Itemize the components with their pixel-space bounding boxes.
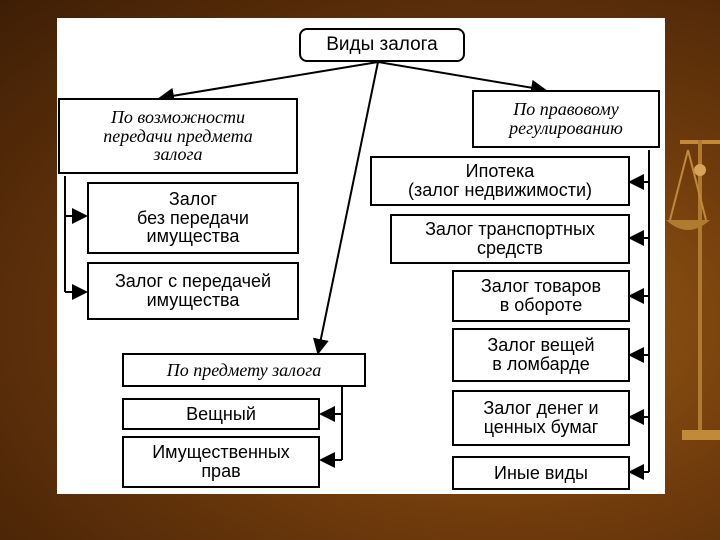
category-legal-label: По правовому регулированию	[509, 99, 623, 138]
item-property-rights: Имущественных прав	[122, 436, 320, 488]
item-label: Залог с передачей имущества	[114, 271, 272, 310]
category-transfer-label: По возможности передачи предмета залога	[103, 106, 253, 165]
item-label: Вещный	[186, 403, 256, 424]
item-other-types: Иные виды	[452, 456, 630, 490]
category-subject-label: По предмету залога	[166, 359, 322, 380]
category-transfer-possibility: По возможности передачи предмета залога	[58, 98, 298, 174]
category-pledge-subject: По предмету залога	[122, 353, 366, 387]
item-pledge-without-transfer: Залог без передачи имущества	[87, 182, 299, 254]
item-mortgage: Ипотека (залог недвижимости)	[370, 156, 630, 206]
item-label: Иные виды	[494, 462, 588, 483]
item-pledge-with-transfer: Залог с передачей имущества	[87, 262, 299, 320]
item-goods-in-circulation: Залог товаров в обороте	[452, 270, 630, 322]
item-label: Залог денег и ценных бумаг	[483, 398, 599, 437]
item-label: Имущественных прав	[152, 442, 290, 481]
item-label: Залог вещей в ломбарде	[487, 335, 595, 374]
root-node: Виды залога	[299, 28, 465, 62]
item-pawnshop-pledge: Залог вещей в ломбарде	[452, 328, 630, 382]
category-legal-regulation: По правовому регулированию	[472, 90, 660, 148]
item-label: Залог транспортных средств	[425, 219, 595, 258]
item-label: Залог товаров в обороте	[480, 276, 602, 315]
scales-decoration-icon	[666, 140, 720, 440]
item-money-securities: Залог денег и ценных бумаг	[452, 390, 630, 446]
item-label: Залог без передачи имущества	[137, 188, 249, 247]
item-real-pledge: Вещный	[122, 398, 320, 430]
item-vehicle-pledge: Залог транспортных средств	[390, 214, 630, 264]
item-label: Ипотека (залог недвижимости)	[408, 161, 592, 200]
root-label: Виды залога	[326, 34, 438, 56]
